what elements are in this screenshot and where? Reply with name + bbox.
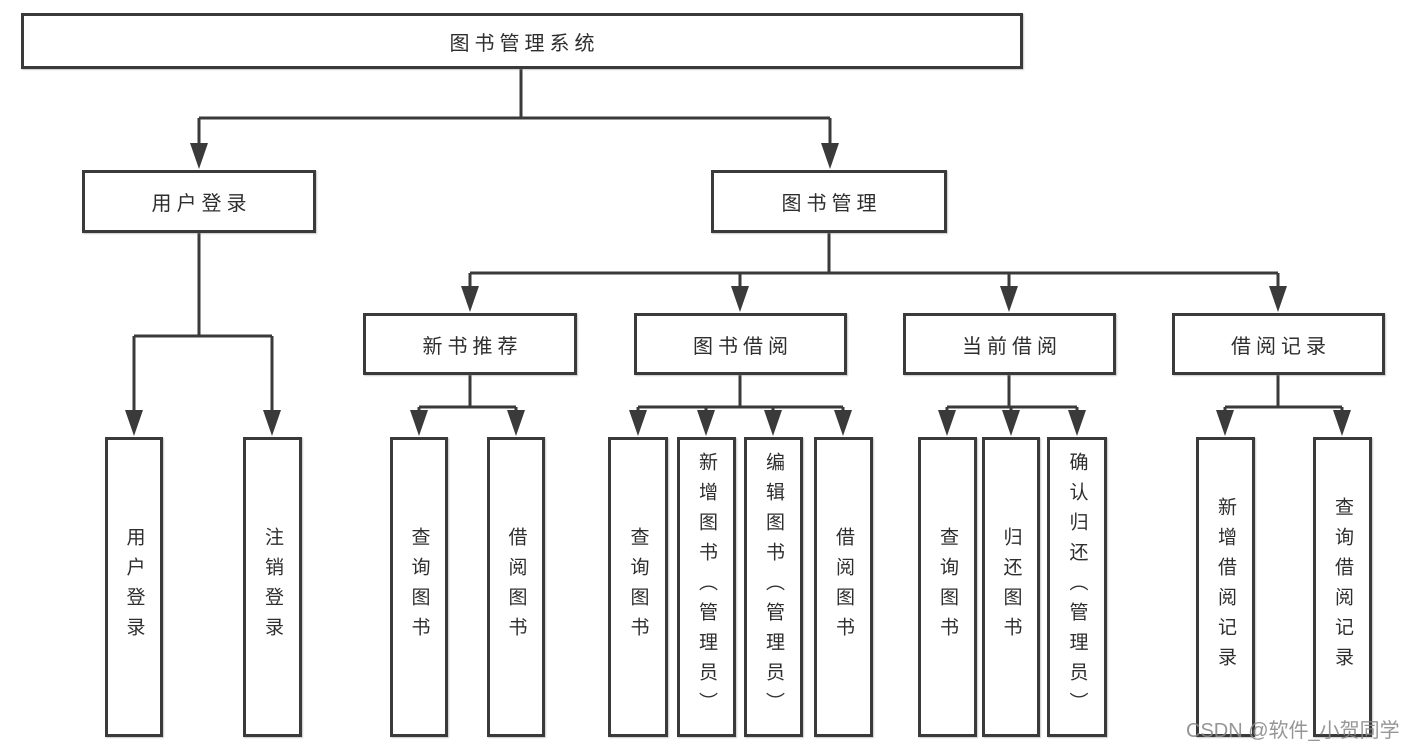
- leaf-edit-books-admin: 编辑图书（管理员）: [744, 437, 803, 737]
- leaf-add-borrow-record-label: 新增借阅记录: [1215, 497, 1236, 677]
- leaf-query-books-1: 查询图书: [390, 437, 448, 737]
- node-root: 图书管理系统: [21, 13, 1023, 69]
- leaf-borrow-books-1: 借阅图书: [487, 437, 545, 737]
- leaf-logout: 注销登录: [243, 437, 302, 737]
- leaf-confirm-return-admin: 确认归还（管理员）: [1047, 437, 1107, 737]
- node-user-login-label: 用户登录: [151, 193, 252, 215]
- leaf-query-books-1-label: 查询图书: [408, 527, 430, 647]
- leaf-borrow-books-2: 借阅图书: [814, 437, 873, 737]
- node-borrow-records-label: 借阅记录: [1231, 335, 1331, 358]
- node-book-management: 图书管理: [711, 170, 947, 233]
- node-borrow-records: 借阅记录: [1172, 313, 1385, 375]
- leaf-confirm-return-admin-label: 确认归还（管理员）: [1066, 452, 1088, 722]
- leaf-query-books-3: 查询图书: [918, 437, 977, 737]
- node-current-borrow-label: 当前借阅: [962, 335, 1062, 358]
- node-current-borrow: 当前借阅: [903, 313, 1116, 375]
- leaf-logout-label: 注销登录: [262, 527, 283, 647]
- csdn-watermark: CSDN @软件_小贺同学: [1186, 720, 1400, 742]
- node-book-borrow-label: 图书借阅: [693, 335, 793, 358]
- leaf-query-books-3-label: 查询图书: [937, 527, 958, 647]
- leaf-query-borrow-record-label: 查询借阅记录: [1332, 497, 1353, 677]
- leaf-borrow-books-1-label: 借阅图书: [505, 527, 527, 647]
- node-new-book-recommend-label: 新书推荐: [422, 335, 523, 358]
- leaf-user-login-label: 用户登录: [123, 527, 145, 647]
- leaf-return-books: 归还图书: [982, 437, 1040, 737]
- node-book-management-label: 图书管理: [781, 193, 882, 215]
- node-book-borrow: 图书借阅: [634, 313, 847, 375]
- leaf-query-books-2-label: 查询图书: [627, 527, 649, 647]
- leaf-add-books-admin: 新增图书（管理员）: [677, 437, 736, 737]
- node-user-login: 用户登录: [82, 170, 316, 233]
- leaf-user-login: 用户登录: [105, 437, 163, 737]
- node-root-label: 图书管理系统: [449, 32, 600, 55]
- leaf-borrow-books-2-label: 借阅图书: [833, 527, 854, 647]
- leaf-return-books-label: 归还图书: [1000, 527, 1022, 647]
- leaf-edit-books-admin-label: 编辑图书（管理员）: [763, 452, 784, 722]
- leaf-query-borrow-record: 查询借阅记录: [1313, 437, 1372, 737]
- leaf-query-books-2: 查询图书: [608, 437, 668, 737]
- leaf-add-borrow-record: 新增借阅记录: [1196, 437, 1255, 737]
- leaf-add-books-admin-label: 新增图书（管理员）: [696, 452, 717, 722]
- node-new-book-recommend: 新书推荐: [363, 313, 577, 375]
